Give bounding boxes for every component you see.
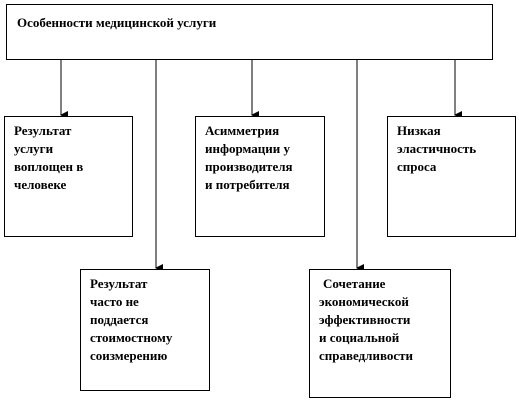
root-node-label: Особенности медицинской услуги	[17, 15, 217, 30]
node-line: эластичность	[397, 141, 477, 156]
node-line: соизмерению	[90, 348, 168, 363]
node-result-not-measurable: Результат часто не поддается стоимостном…	[80, 269, 210, 391]
node-line: поддается	[90, 312, 149, 327]
node-line: стоимостному	[90, 330, 173, 345]
node-line: информации у	[205, 141, 290, 156]
node-line: производителя	[205, 159, 293, 174]
node-line: Низкая	[397, 123, 441, 138]
node-line: услуги	[14, 141, 54, 156]
node-line: воплощен в	[14, 159, 84, 174]
node-information-asymmetry: Асимметрия информации у производителя и …	[195, 116, 325, 237]
node-efficiency-and-justice: Сочетание экономической эффективности и …	[309, 269, 451, 398]
node-line: эффективности	[319, 312, 411, 327]
node-line: Результат	[14, 123, 72, 138]
node-low-elasticity: Низкая эластичность спроса	[387, 116, 516, 237]
node-line: человеке	[14, 177, 67, 192]
node-line: Результат	[90, 276, 148, 291]
node-line: справедливости	[319, 348, 414, 363]
node-line: и потребителя	[205, 177, 290, 192]
root-node: Особенности медицинской услуги	[6, 4, 493, 60]
node-result-embodied: Результат услуги воплощен в человеке	[4, 116, 133, 237]
node-line: часто не	[90, 294, 139, 309]
node-line: спроса	[397, 159, 437, 174]
node-line: Сочетание	[323, 276, 386, 291]
node-line: экономической	[319, 294, 409, 309]
node-line: и социальной	[319, 330, 400, 345]
node-line: Асимметрия	[205, 123, 280, 138]
